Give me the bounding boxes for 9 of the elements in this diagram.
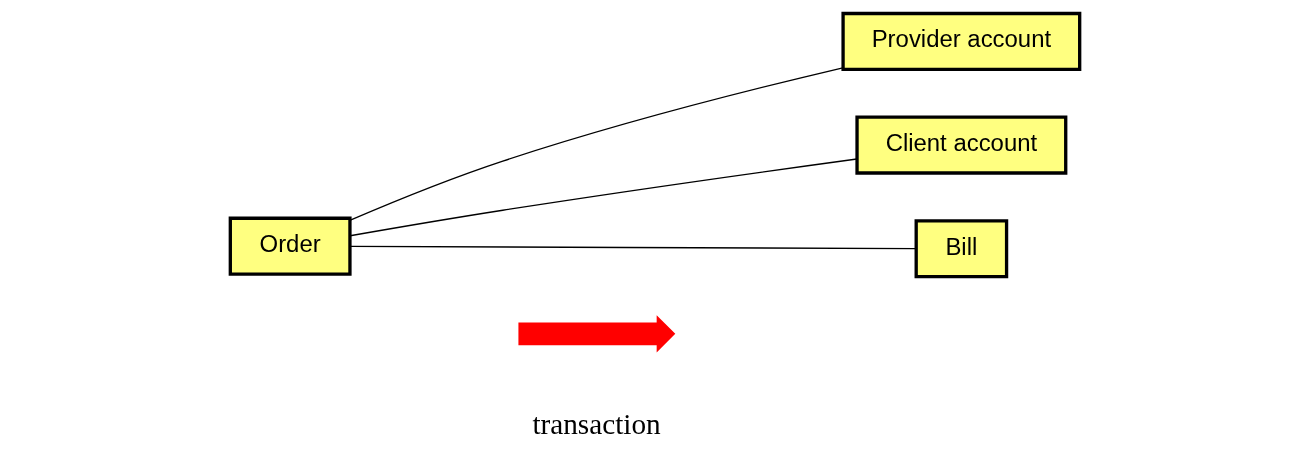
connector xyxy=(349,67,844,221)
connector xyxy=(349,245,917,250)
node-arrow xyxy=(518,315,676,353)
connector xyxy=(349,158,858,237)
label: transaction xyxy=(532,408,661,441)
node-box: Bill xyxy=(914,219,1009,279)
node-box: Provider account xyxy=(841,11,1082,71)
node-box: Order xyxy=(228,216,352,276)
node-box: Client account xyxy=(855,115,1068,175)
